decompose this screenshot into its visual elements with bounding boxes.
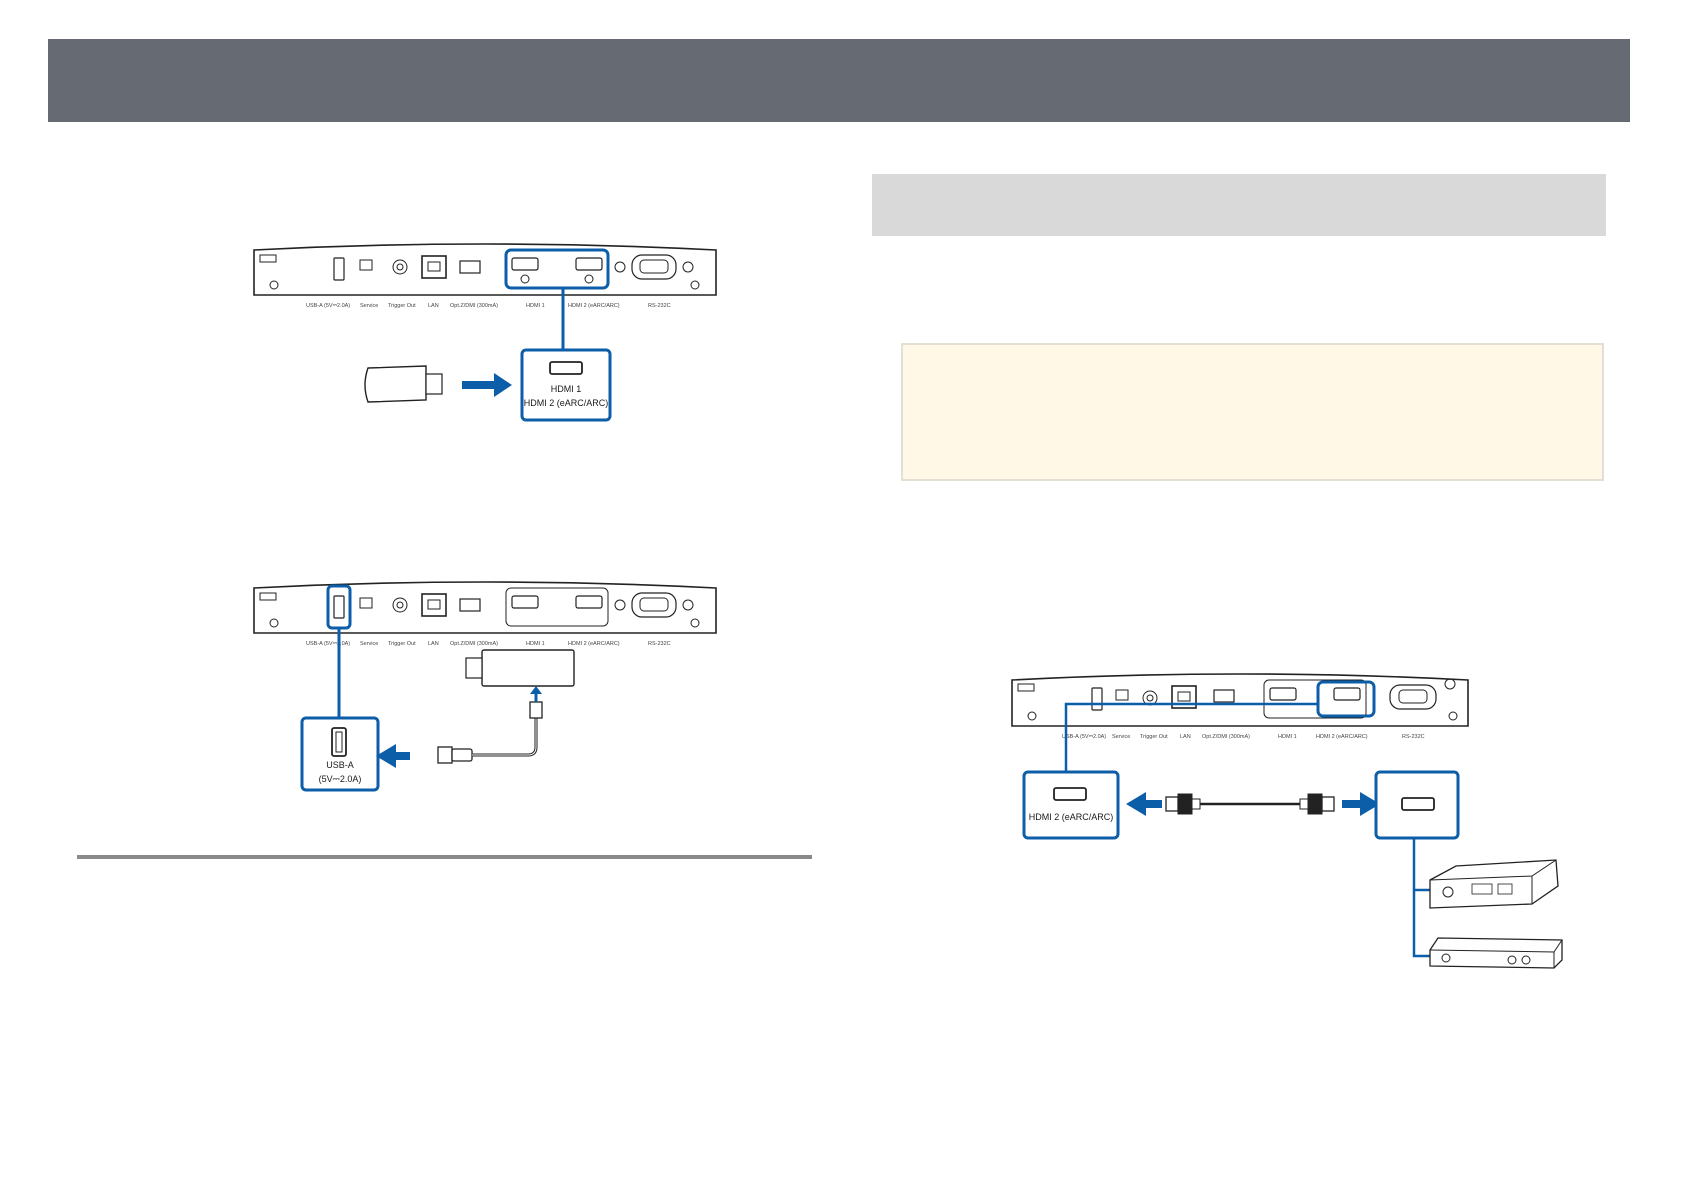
streaming-stick-device [465,649,575,687]
callout-label: HDMI 2 (eARC/ARC) [1029,812,1114,822]
callout-line1: USB-A [326,760,354,770]
label-hdmi2: HDMI 2 (eARC/ARC) [1316,734,1368,740]
label-rs232c: RS-232C [1402,734,1425,740]
projector-rear-panel [253,243,717,296]
section-divider [77,855,812,859]
projector-rear-panel [1011,673,1469,727]
soundbar-device [1429,937,1563,969]
label-hdmi2: HDMI 2 (eARC/ARC) [568,303,620,309]
audio-device-port-callout [1374,770,1460,840]
earc-callout: HDMI 2 (eARC/ARC) [1022,770,1120,840]
hdmi-cable [1165,793,1335,815]
label-hdmi2: HDMI 2 (eARC/ARC) [568,641,620,647]
label-service: Service [360,303,378,309]
hdmi-callout: HDMI 1 HDMI 2 (eARC/ARC) [520,348,612,422]
callout-line2: HDMI 2 (eARC/ARC) [524,398,609,408]
label-trigger-out: Trigger Out [388,641,416,647]
hdmi-stick-device [364,365,443,403]
label-rs232c: RS-232C [648,303,671,309]
av-receiver-device [1429,859,1559,909]
callout-line1: HDMI 1 [551,384,582,394]
label-hdmi1: HDMI 1 [526,641,545,647]
label-usb-a: USB-A (5V⎓2.0A) [1062,734,1106,740]
label-trigger-out: Trigger Out [388,303,416,309]
label-usb-a: USB-A (5V⎓2.0A) [306,303,350,309]
label-hdmi1: HDMI 1 [1278,734,1297,740]
label-usb-a: USB-A (5V⎓2.0A) [306,641,350,647]
arrow-right-icon [494,373,512,397]
usb-callout: USB-A (5V⎓2.0A) [300,716,380,792]
label-opt: Opt.Z/DMI (300mA) [1202,734,1250,740]
projector-rear-panel [253,581,717,634]
label-hdmi1: HDMI 1 [526,303,545,309]
usb-cable [437,701,543,764]
label-lan: LAN [428,641,439,647]
figure-earc-connection: USB-A (5V⎓2.0A) Service Trigger Out LAN … [1011,673,1563,969]
figure-hdmi-connection: USB-A (5V⎓2.0A) Service Trigger Out LAN … [253,243,717,422]
panel-port-labels: USB-A (5V⎓2.0A) Service Trigger Out LAN … [1062,734,1425,740]
arrow-left-icon [1126,792,1146,816]
arrow-left-icon [376,744,396,768]
arrow-up-icon [530,686,542,694]
label-opt: Opt.Z/DMI (300mA) [450,303,498,309]
note-box [901,343,1604,481]
section-heading-band [872,174,1606,236]
label-opt: Opt.Z/DMI (300mA) [450,641,498,647]
page-header-bar [48,39,1630,122]
panel-port-labels: USB-A (5V⎓2.0A) Service Trigger Out LAN … [306,303,671,309]
label-lan: LAN [1180,734,1191,740]
label-service: Service [360,641,378,647]
figure-usb-connection: USB-A (5V⎓2.0A) Service Trigger Out LAN … [253,581,717,792]
callout-line2: (5V⎓2.0A) [319,774,362,784]
label-rs232c: RS-232C [648,641,671,647]
label-trigger-out: Trigger Out [1140,734,1168,740]
label-lan: LAN [428,303,439,309]
panel-port-labels: USB-A (5V⎓2.0A) Service Trigger Out LAN … [306,641,671,647]
label-service: Service [1112,734,1130,740]
arrow-right-icon [1360,792,1380,816]
